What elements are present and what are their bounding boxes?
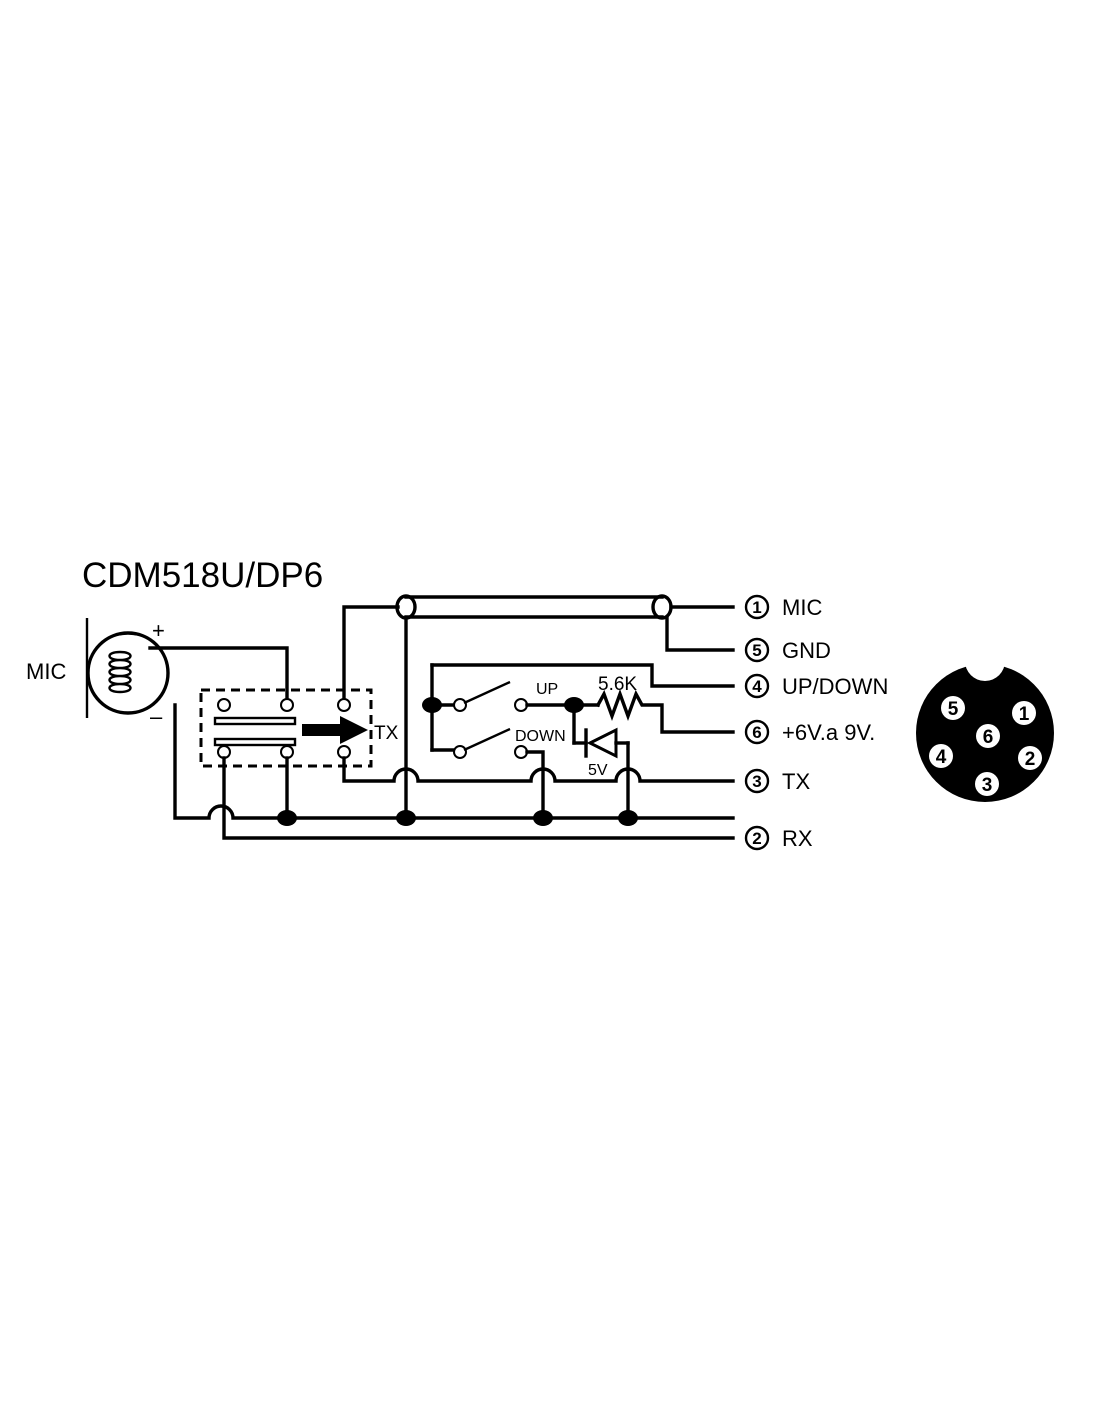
up-switch-lever [463, 680, 511, 705]
pin-4-entry: 4 UP/DOWN [744, 673, 888, 699]
mic-minus-sign: – [150, 704, 163, 729]
svg-text:4: 4 [752, 677, 762, 696]
ptt-contact-bottom [213, 737, 297, 747]
pin-3-entry: 3 TX [744, 768, 810, 794]
switch-down-label: DOWN [515, 728, 566, 745]
pin-3-label: TX [782, 769, 810, 794]
switch-up-label: UP [536, 681, 558, 698]
connector-pin-3: 3 [982, 775, 993, 796]
down-to-ground-wire [525, 750, 545, 820]
connector-pin-5: 5 [948, 699, 959, 720]
svg-text:6: 6 [752, 723, 761, 742]
mic-signal-wire [342, 605, 400, 699]
diagram-title: CDM518U/DP6 [82, 556, 323, 595]
connector-pin-1: 1 [1019, 704, 1030, 725]
resistor-5-6k [595, 689, 735, 734]
pin4-wire [430, 663, 735, 688]
pin-5-label: GND [782, 638, 831, 663]
svg-text:1: 1 [752, 598, 761, 617]
pin-1-label: MIC [782, 595, 822, 620]
mic-label: MIC [26, 659, 66, 684]
ground-bus [173, 703, 735, 820]
tx-wire [342, 756, 735, 783]
ptt-arrow-icon [302, 716, 368, 744]
connector-pin-4: 4 [936, 747, 947, 768]
pin-6-label: +6V.a 9V. [782, 720, 875, 745]
zener-diode-icon [586, 727, 618, 759]
connector-pin-6: 6 [983, 727, 994, 748]
resistor-label: 5.6K [598, 674, 637, 695]
pin-2-label: RX [782, 826, 813, 851]
rx-wire [222, 756, 735, 840]
svg-text:5: 5 [752, 641, 761, 660]
svg-text:3: 3 [752, 772, 761, 791]
pin-2-entry: 2 RX [744, 825, 813, 851]
microphone-symbol [85, 618, 170, 718]
pin-6-entry: 6 +6V.a 9V. [744, 719, 875, 745]
ptt-contact-top [213, 716, 297, 726]
down-switch-lever [463, 727, 511, 752]
pin-5-entry: 5 GND [744, 637, 831, 663]
mic-plus-sign: + [152, 618, 165, 643]
pin-list: 1 MIC 5 GND 4 UP/DOWN 6 +6V.a 9V. 3 TX 2… [744, 594, 888, 851]
pin-4-label: UP/DOWN [782, 674, 888, 699]
svg-text:2: 2 [752, 829, 761, 848]
connector-key-notch [965, 641, 1005, 681]
zener-label: 5V [588, 762, 608, 779]
shielded-cable [395, 594, 673, 620]
pin-1-entry: 1 MIC [744, 594, 822, 620]
pin5-wire [665, 616, 735, 652]
junction-dots [277, 697, 638, 826]
mic-plus-wire [148, 646, 289, 699]
tx-switch-label: TX [374, 723, 399, 744]
connector-pin-2: 2 [1025, 749, 1036, 770]
connector-face: 5 1 6 4 2 3 [916, 641, 1054, 802]
